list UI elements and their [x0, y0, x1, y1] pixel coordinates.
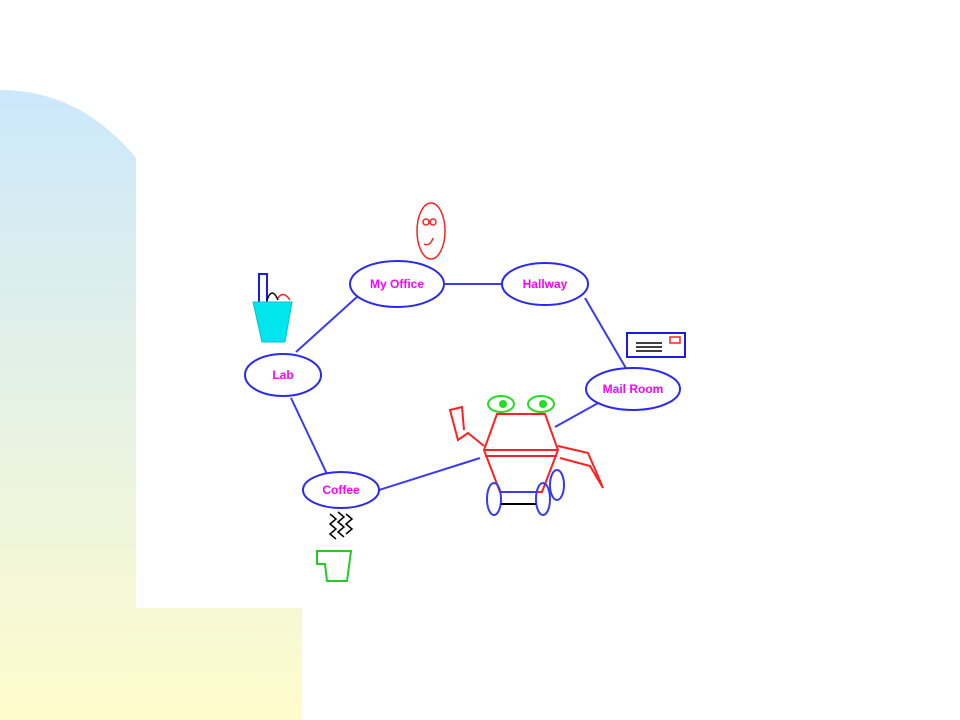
robot-wheels	[486, 469, 565, 516]
robot-eyes	[487, 395, 555, 413]
node-lab[interactable]: Lab	[244, 353, 322, 397]
robot-icon	[448, 395, 604, 516]
edge-mail-room-robot	[554, 401, 601, 428]
node-label: Coffee	[322, 483, 360, 497]
background-shape	[0, 90, 302, 720]
node-mail-room[interactable]: Mail Room	[585, 367, 681, 411]
node-label: Hallway	[523, 277, 568, 291]
edge-lab-coffee	[290, 397, 328, 475]
smiley-face-icon	[416, 202, 446, 260]
node-hallway[interactable]: Hallway	[501, 262, 589, 306]
node-label: My Office	[370, 277, 424, 291]
node-my-office[interactable]: My Office	[349, 260, 445, 308]
edge-my-office-lab	[295, 295, 359, 353]
edge-coffee-robot	[378, 457, 481, 491]
coffee-cup-icon	[316, 550, 353, 582]
node-label: Lab	[272, 368, 293, 382]
edge-hallway-mail-room	[584, 297, 628, 371]
drink-glass-icon	[252, 273, 293, 343]
envelope-icon	[626, 332, 686, 358]
edges	[290, 283, 628, 491]
steam-icon	[328, 511, 354, 540]
robot-body	[448, 405, 604, 493]
node-coffee[interactable]: Coffee	[302, 471, 380, 509]
node-label: Mail Room	[603, 382, 664, 396]
